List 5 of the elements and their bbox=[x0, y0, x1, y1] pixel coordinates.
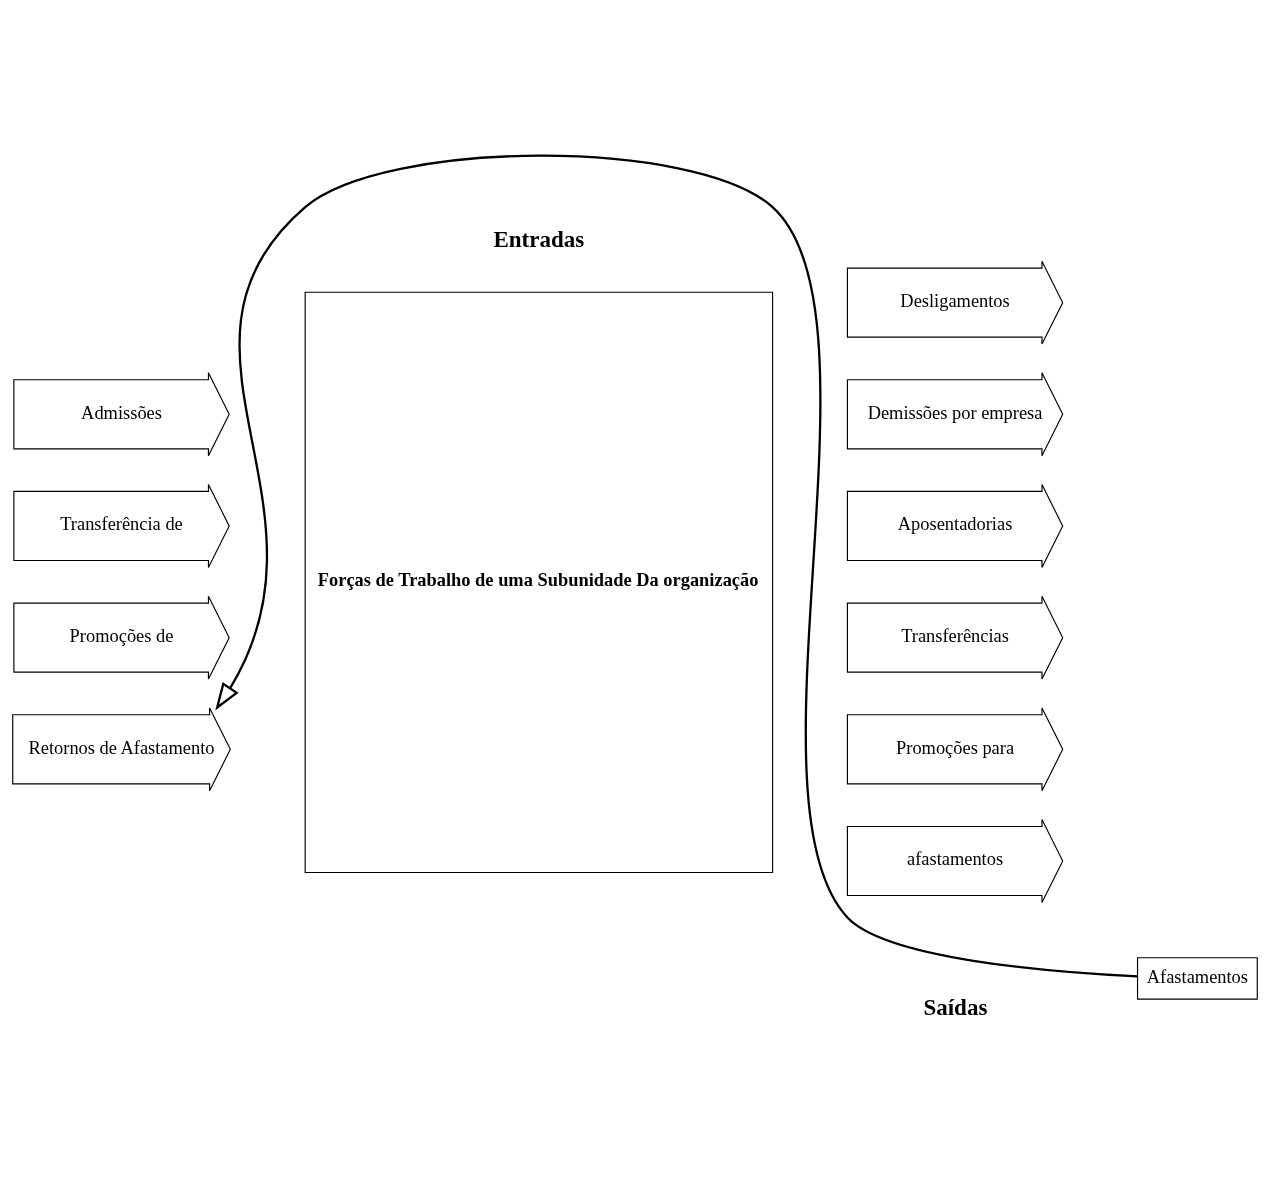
node-box: Afastamentos bbox=[1136, 957, 1258, 1000]
label: Entradas bbox=[493, 226, 585, 253]
label: Saídas bbox=[923, 994, 988, 1021]
arrow bbox=[215, 154, 1138, 978]
node-box: Forças de Trabalho de uma Subunidade Da organização bbox=[304, 291, 774, 874]
